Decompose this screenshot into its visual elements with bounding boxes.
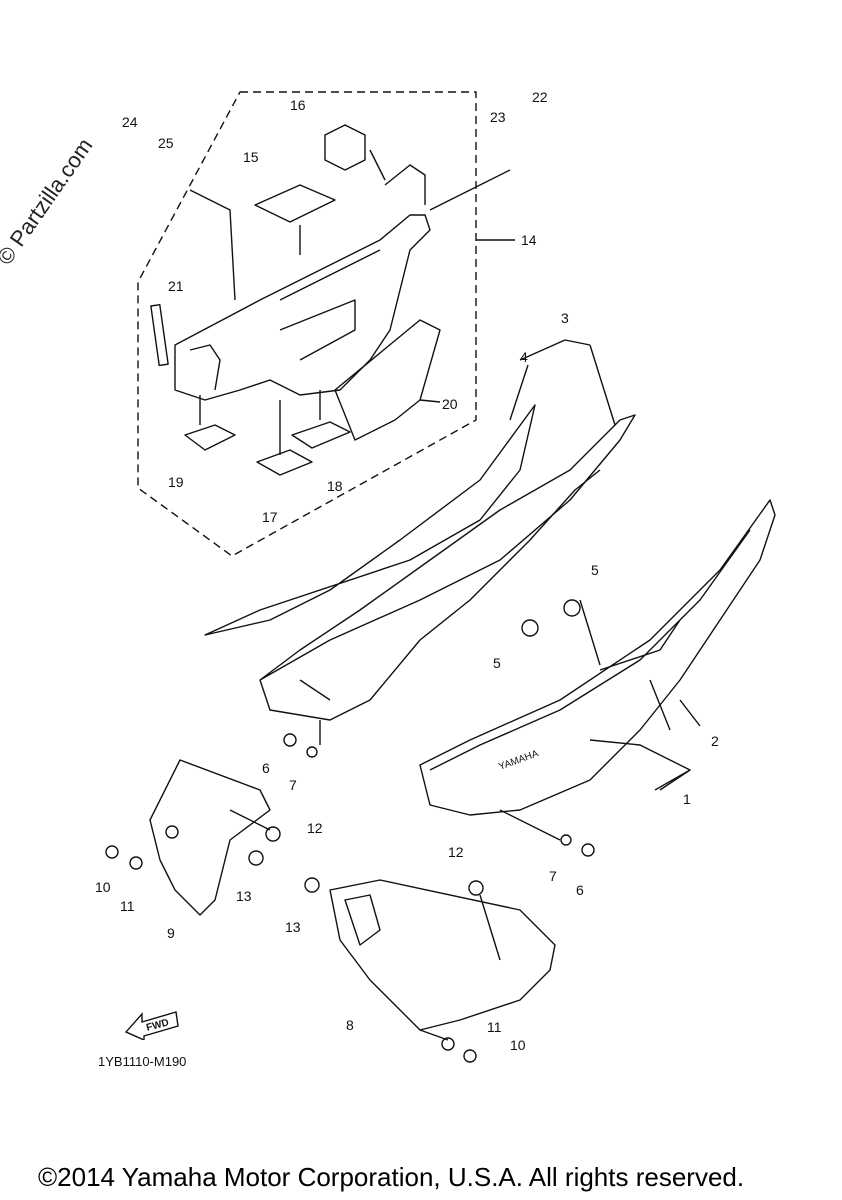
callout-10-right: 10 (510, 1037, 526, 1053)
diagram-code: 1YB1110-M190 (98, 1054, 187, 1069)
callout-14: 14 (521, 232, 537, 248)
pad-15 (254, 184, 336, 223)
pad-18 (291, 421, 351, 449)
callout-5-upper: 5 (591, 562, 599, 578)
callout-12-right: 12 (448, 844, 464, 860)
callout-5-lower: 5 (493, 655, 501, 671)
callout-11-right: 11 (487, 1019, 502, 1035)
callout-7-right: 7 (549, 868, 557, 884)
callout-1: 1 (683, 791, 691, 807)
callout-6-left: 6 (262, 760, 270, 776)
callout-7-left: 7 (289, 777, 297, 793)
relay-16 (324, 124, 366, 171)
side-cover-1 (419, 499, 776, 816)
pad-19 (184, 424, 236, 451)
cover-9 (149, 759, 271, 916)
callout-24: 24 (122, 114, 138, 130)
callout-20: 20 (442, 396, 458, 412)
callout-3: 3 (561, 310, 569, 326)
callout-19: 19 (168, 474, 184, 490)
callout-16: 16 (290, 97, 306, 113)
callout-4: 4 (520, 349, 528, 365)
callout-2: 2 (711, 733, 719, 749)
callout-12-left: 12 (307, 820, 323, 836)
callout-15: 15 (243, 149, 259, 165)
pad-17 (256, 449, 313, 476)
battery-box-bracket (174, 214, 431, 401)
brand-mark: YAMAHA (497, 748, 540, 773)
forward-arrow-icon: FWD (124, 1011, 179, 1040)
callout-21: 21 (168, 278, 184, 294)
callout-10-left: 10 (95, 879, 111, 895)
callout-23: 23 (490, 109, 506, 125)
strip-21 (150, 304, 169, 367)
side-cover-4 (204, 404, 536, 636)
callout-17: 17 (262, 509, 278, 525)
battery-box-assembly-outline (137, 91, 477, 557)
callout-9: 9 (167, 925, 175, 941)
callout-22: 22 (532, 89, 548, 105)
cover-8 (329, 879, 556, 1031)
callout-8: 8 (346, 1017, 354, 1033)
copyright-notice: ©2014 Yamaha Motor Corporation, U.S.A. A… (38, 1162, 745, 1192)
callout-18: 18 (327, 478, 343, 494)
callout-11-left: 11 (120, 898, 135, 914)
callout-25: 25 (158, 135, 174, 151)
callout-6-right: 6 (576, 882, 584, 898)
callout-13-right: 13 (285, 919, 301, 935)
callout-13-left: 13 (236, 888, 252, 904)
